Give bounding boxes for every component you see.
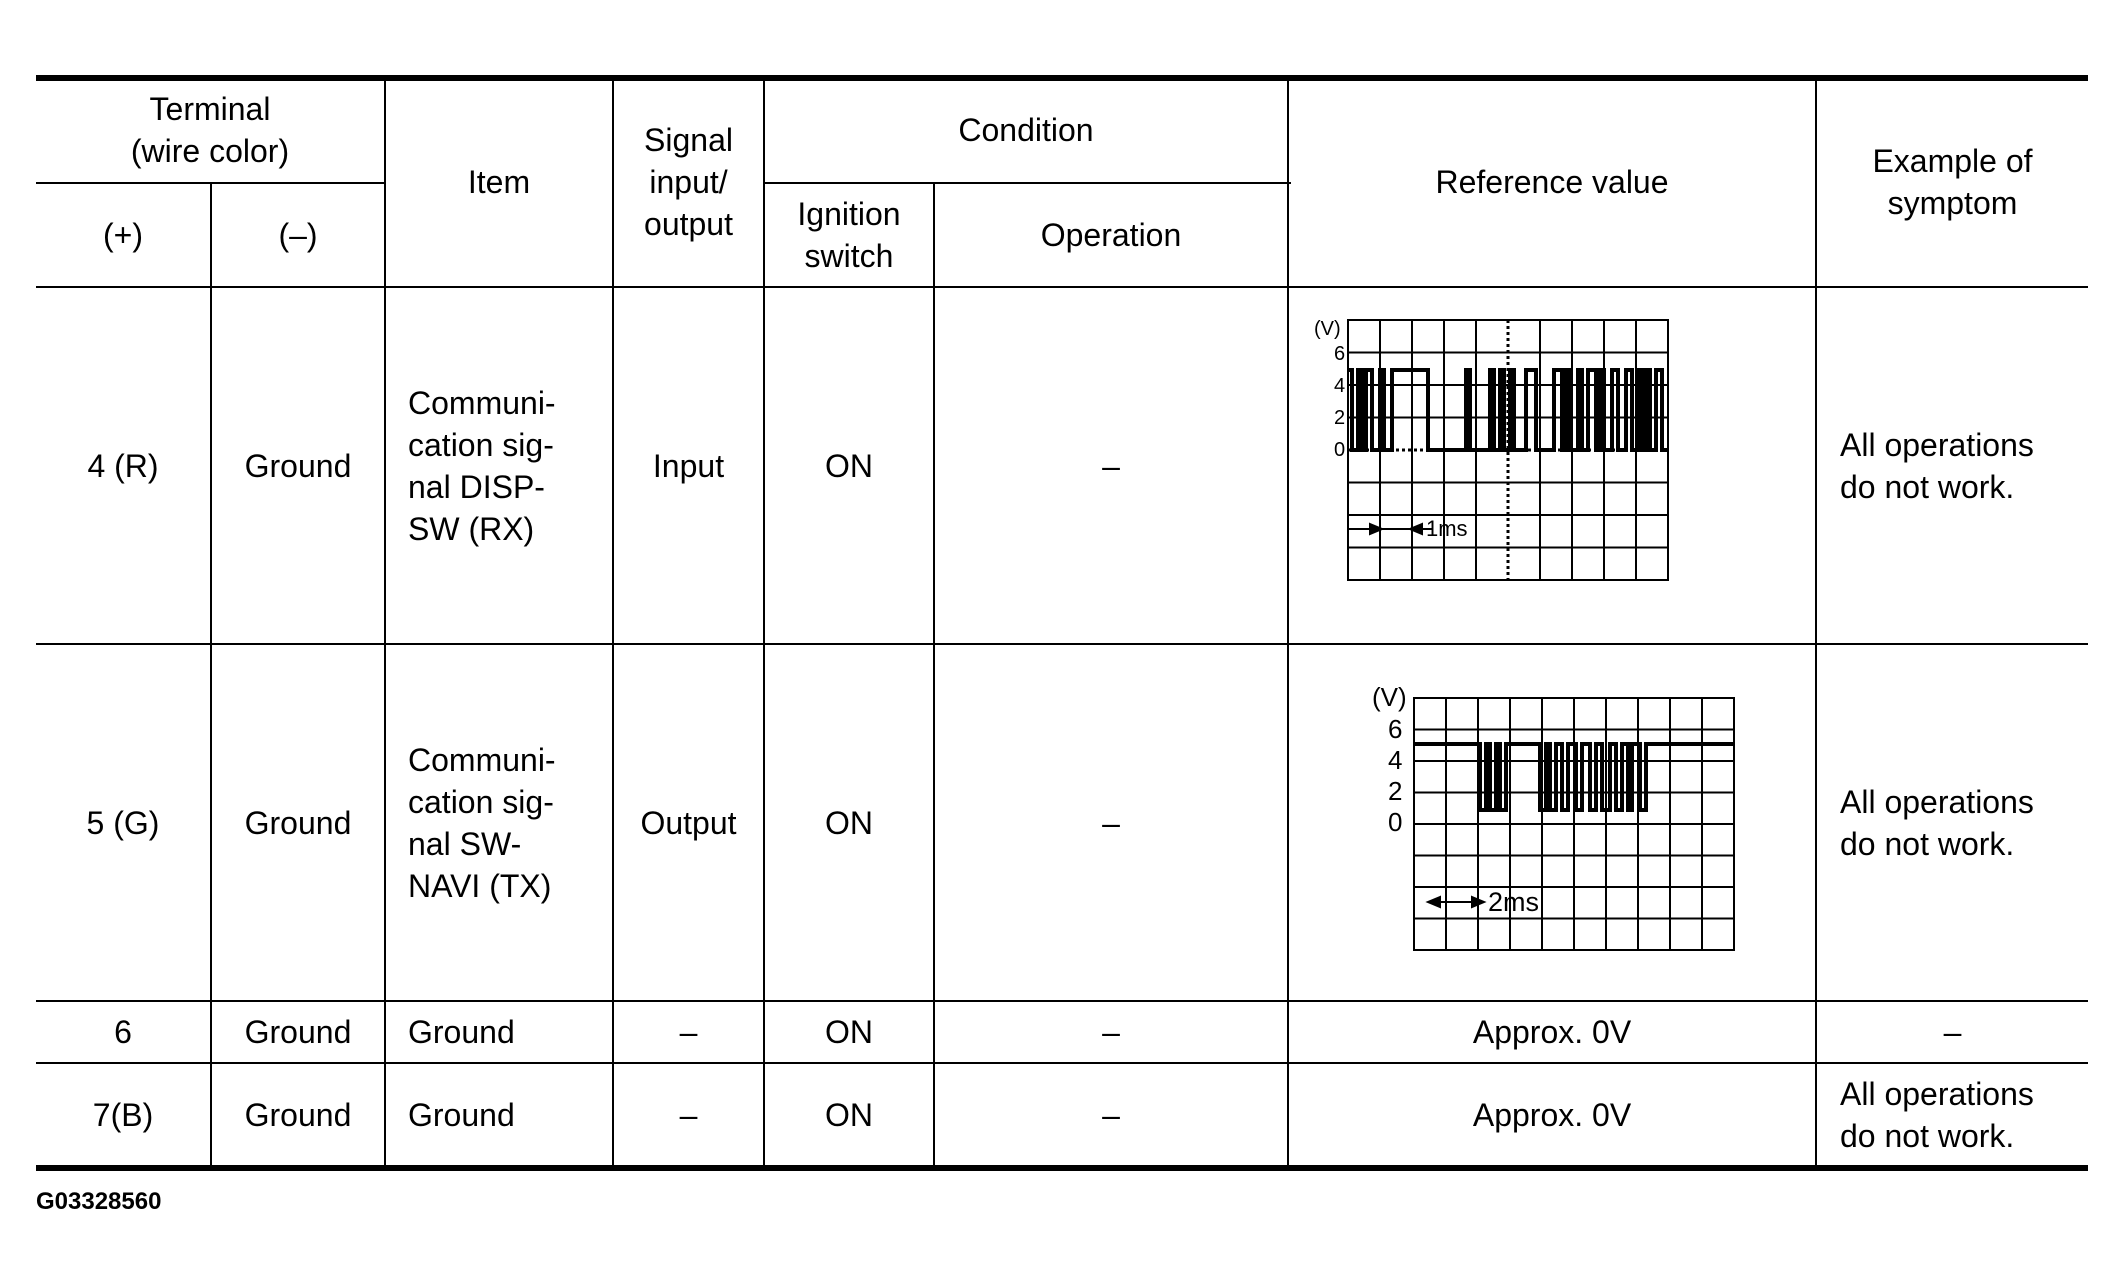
table-row-3-plus: 6	[114, 1014, 132, 1050]
table-row-1-plus: 4 (R)	[87, 447, 159, 484]
header-plus: (+)	[103, 217, 143, 253]
row-rule-2	[36, 1000, 2088, 1002]
table-row-1-symptom: All operations do not work.	[1840, 426, 2034, 505]
table-row-4-signal: –	[679, 1096, 698, 1133]
scope-tick-0: 0	[1388, 807, 1402, 837]
scope-tick-0: 0	[1334, 439, 1345, 461]
scope-unit-label: (V)	[1372, 682, 1407, 712]
table-row-4-operation: –	[1102, 1096, 1120, 1133]
table-row-1-item: Communi- cation sig- nal DISP- SW (RX)	[408, 384, 556, 547]
table-top-rule	[36, 75, 2088, 81]
header-sub-rule-condition	[765, 182, 1291, 184]
table-row-4-minus: Ground	[244, 1096, 352, 1133]
table-row-3-item: Ground	[408, 1014, 515, 1050]
header-minus: (–)	[278, 217, 318, 253]
table-row-1-operation: –	[1102, 447, 1120, 484]
table-row-2-operation: –	[1102, 804, 1120, 841]
scope-timebase-label: 2ms	[1488, 887, 1539, 917]
scope-signal-trace	[1414, 742, 1734, 812]
figure-code: G03328560	[36, 1188, 162, 1215]
row-rule-1	[36, 643, 2088, 645]
scope-tick-4: 4	[1388, 745, 1402, 775]
header-bottom-rule	[36, 286, 2088, 288]
table-row-3-symptom: –	[1943, 1014, 1962, 1050]
col-divider-reference-symptom	[1815, 78, 1817, 1166]
timebase-arrow	[1425, 895, 1487, 909]
table-row-1-minus: Ground	[244, 447, 352, 484]
table-row-2-symptom: All operations do not work.	[1840, 783, 2034, 862]
scope-tick-4: 4	[1334, 375, 1345, 397]
scope-tick-2: 2	[1334, 407, 1345, 429]
scope-signal-trace	[1348, 368, 1668, 452]
header-ignition: Ignition switch	[797, 196, 901, 274]
scope-tick-6: 6	[1334, 343, 1345, 365]
header-condition: Condition	[958, 112, 1094, 148]
timebase-arrow	[1348, 522, 1432, 536]
table-row-2-signal: Output	[640, 804, 737, 841]
table-row-2-ignition: ON	[825, 804, 873, 841]
table-row-3-minus: Ground	[244, 1014, 352, 1050]
scope-grid	[1413, 697, 1735, 951]
table-row-2-item: Communi- cation sig- nal SW- NAVI (TX)	[408, 741, 556, 904]
table-row-3-reference: Approx. 0V	[1472, 1014, 1632, 1050]
scope-timebase-label: 1ms	[1426, 516, 1468, 541]
table-row-3-ignition: ON	[825, 1014, 873, 1050]
table-row-4-reference: Approx. 0V	[1472, 1096, 1632, 1133]
oscilloscope-waveform-tx: (V) 6 4 2 0 2ms	[1372, 682, 1735, 951]
table-bottom-rule	[36, 1165, 2088, 1171]
col-divider-operation-reference	[1287, 78, 1289, 1166]
col-divider-signal-ignition	[763, 78, 765, 1166]
table-row-4-plus: 7(B)	[92, 1096, 154, 1133]
table-row-2-minus: Ground	[244, 804, 352, 841]
table-row-3-signal: –	[679, 1014, 698, 1050]
scope-tick-2: 2	[1388, 776, 1402, 806]
oscilloscope-waveform-rx: (V) 6 4 2 0 1ms	[1314, 318, 1669, 581]
table-row-3-operation: –	[1102, 1014, 1120, 1050]
table-row-1-signal: Input	[652, 447, 725, 484]
header-reference: Reference value	[1435, 164, 1669, 200]
col-divider-item-signal	[612, 78, 614, 1166]
col-divider-ignition-operation	[933, 182, 935, 1166]
table-row-4-item: Ground	[408, 1096, 515, 1133]
row-rule-3	[36, 1062, 2088, 1064]
table-row-4-symptom: All operations do not work.	[1840, 1075, 2034, 1154]
scope-tick-6: 6	[1388, 714, 1402, 744]
col-divider-plus-minus	[210, 182, 212, 1166]
col-divider-terminal-item	[384, 78, 386, 1166]
table-row-2-plus: 5 (G)	[86, 804, 160, 841]
header-signal: Signal input/ output	[644, 122, 733, 242]
header-symptom: Example of symptom	[1872, 143, 2033, 221]
header-terminal: Terminal (wire color)	[130, 91, 290, 169]
header-item: Item	[467, 164, 531, 200]
table-row-1-ignition: ON	[825, 447, 873, 484]
scope-unit-label: (V)	[1314, 318, 1341, 340]
table-row-4-ignition: ON	[825, 1096, 873, 1133]
header-operation: Operation	[1040, 217, 1182, 253]
